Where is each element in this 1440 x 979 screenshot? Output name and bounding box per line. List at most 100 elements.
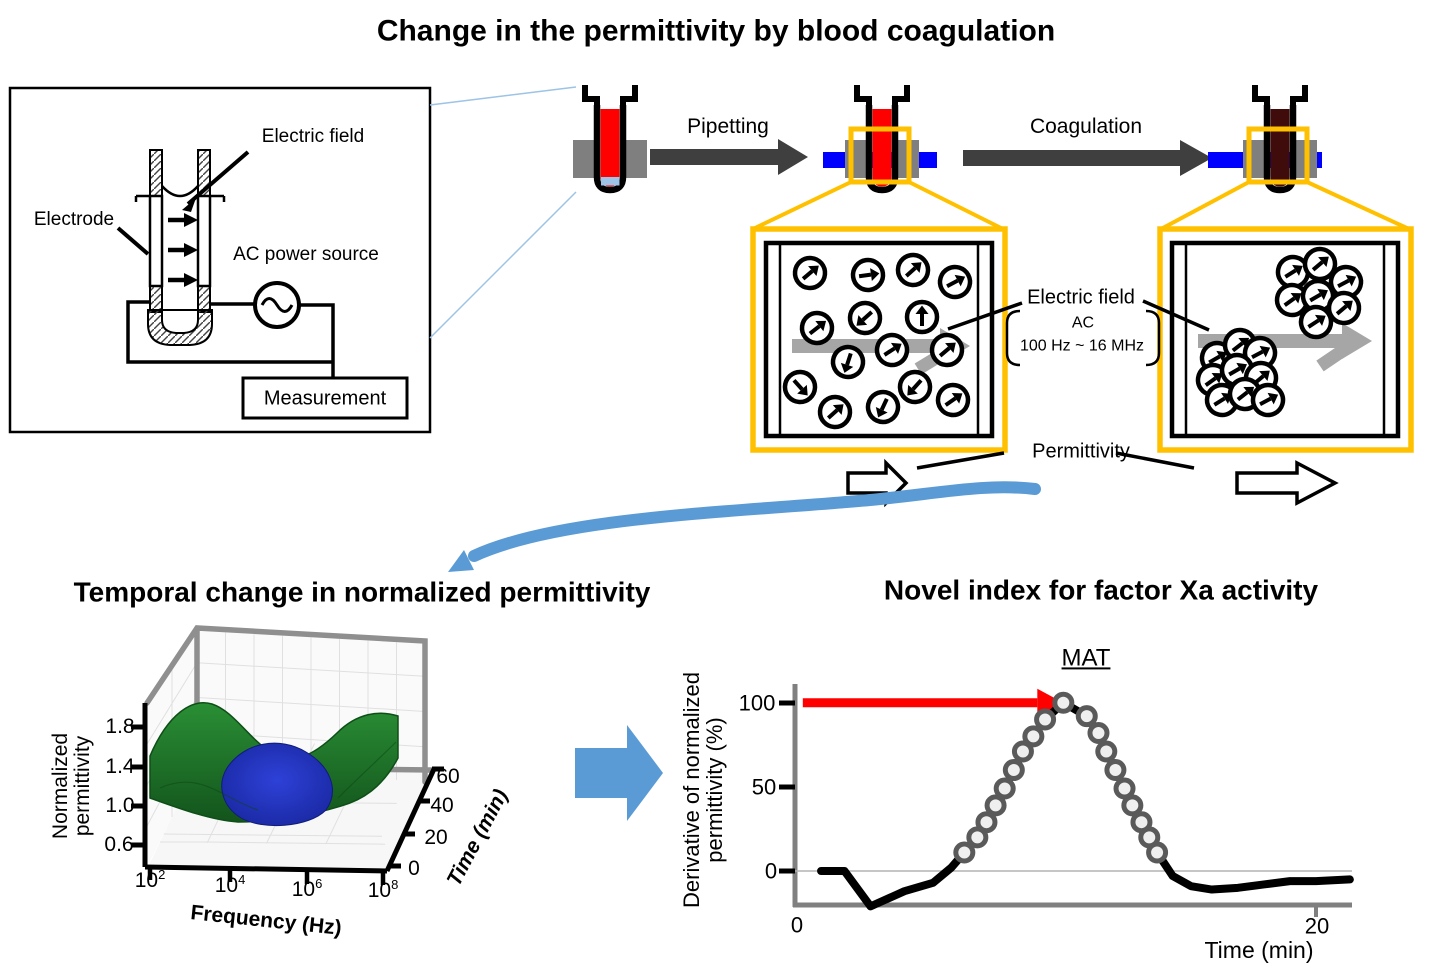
surface-blue-valley	[221, 742, 333, 827]
electrode-left	[148, 194, 164, 288]
sine-wave-icon	[260, 297, 294, 313]
z-axis-label-line1: Normalized	[48, 732, 72, 840]
derivative-axis-label: Derivative of normalized permittivity (%…	[678, 672, 727, 908]
mid-electric-field-label: Electric field	[1027, 286, 1135, 309]
aggregated-cells-box	[1157, 226, 1414, 453]
blood-cell	[907, 302, 937, 332]
y-tick-50: 50	[751, 774, 777, 800]
field-annotation-lines	[947, 299, 1210, 367]
electrode-band	[626, 140, 647, 178]
tube-in-cell	[752, 85, 1004, 231]
surface-contours	[159, 741, 397, 811]
coagulation-label: Coagulation	[1029, 114, 1143, 138]
electrode-inner-lines	[778, 245, 980, 434]
bracket-right	[1145, 309, 1161, 367]
data-point-marker	[1052, 691, 1075, 714]
permittivity-label: Permittivity	[1032, 440, 1130, 463]
zoom-cone-lines	[1160, 180, 1410, 231]
y-tick-100: 100	[738, 690, 776, 716]
xa-plot	[779, 684, 1354, 917]
data-point-marker	[1075, 705, 1098, 728]
open-arrow-right	[1235, 460, 1339, 506]
data-point-marker	[993, 777, 1016, 800]
electrode-inner-lines	[1184, 245, 1386, 434]
ac-label: AC	[1071, 314, 1095, 332]
freq-tick: 104	[214, 871, 246, 897]
derivative-axis-line2: permittivity (%)	[702, 717, 727, 863]
data-point-marker	[1095, 740, 1118, 763]
tube-fresh-blood	[573, 85, 647, 190]
x-tick-0: 0	[790, 912, 804, 938]
data-point-marker	[1113, 777, 1136, 800]
derivative-axis-line1: Derivative of normalized	[678, 672, 704, 908]
z-tick: 1.8	[105, 714, 135, 738]
electrode-band	[845, 140, 866, 178]
coagulation-arrowhead	[1180, 140, 1212, 176]
dispersed-cells-box	[750, 226, 1008, 453]
zoom-highlight-rect	[1246, 126, 1310, 185]
data-point-marker	[1087, 721, 1110, 744]
block-arrow-right	[575, 725, 663, 821]
electric-field-callout-line	[186, 150, 250, 206]
data-point-marker	[1034, 708, 1057, 731]
z-axis-label: Normalized permittivity	[48, 732, 94, 840]
cuvette-tube	[134, 149, 226, 346]
zoom-cone-lines	[752, 180, 1004, 231]
main-title: Change in the permittivity by blood coag…	[376, 14, 1056, 48]
electrode-right	[196, 194, 212, 288]
xa-curve	[802, 688, 1354, 911]
zoom-highlight-rect	[848, 126, 912, 185]
y-ticks	[779, 700, 795, 874]
y-tick-0: 0	[764, 858, 778, 884]
xa-plot-title: Novel index for factor Xa activity	[883, 574, 1319, 606]
plasma-layer	[601, 177, 620, 186]
time-tick: 60	[436, 764, 460, 788]
freq-tick: 108	[368, 876, 399, 902]
z-axis-label-line2: permittivity	[71, 735, 94, 837]
pipetting-label: Pipetting	[687, 114, 769, 138]
cuvette-schematic-box	[8, 86, 577, 434]
data-point-marker	[1121, 794, 1144, 817]
field-arrows	[168, 213, 198, 287]
derivative-curve	[817, 698, 1354, 911]
ac-power-source-label: AC power source	[233, 244, 379, 266]
blood-cell	[851, 258, 885, 292]
tick-exp: 8	[391, 876, 399, 892]
grid-lines	[146, 632, 426, 845]
z-tick: 1.0	[105, 793, 135, 817]
schematic-electric-field-label: Electric field	[261, 126, 365, 148]
surface-axes	[131, 703, 444, 885]
z-tick: 0.6	[104, 832, 134, 856]
x-tick-20: 20	[1304, 913, 1330, 939]
electric-field-arrowhead	[182, 198, 196, 212]
zoom-callout-lines	[429, 86, 577, 339]
data-point-marker	[1022, 725, 1045, 748]
electrode-label: Electrode	[33, 209, 115, 231]
data-point-marker	[966, 826, 989, 849]
z-tick: 1.4	[105, 754, 135, 778]
process-flow	[573, 85, 1410, 231]
mat-annotation: MAT	[1061, 644, 1111, 672]
tick-base: 10	[291, 877, 316, 901]
data-point-marker	[1011, 740, 1034, 763]
meniscus-curve	[161, 185, 199, 198]
time-axis-label-2d: Time (min)	[1204, 936, 1314, 963]
measurement-label: Measurement	[263, 387, 387, 410]
tick-exp: 4	[238, 871, 246, 887]
electrode-band	[1243, 140, 1264, 178]
swoosh-arrow	[448, 481, 1041, 572]
tick-base: 10	[214, 873, 239, 897]
surface-plot	[131, 625, 444, 885]
freq-tick: 102	[134, 866, 166, 892]
data-point-marker	[953, 841, 976, 864]
pipetting-arrowhead	[778, 139, 808, 175]
data-point-marker	[1146, 841, 1169, 864]
tick-exp: 6	[315, 875, 323, 891]
electrode-band	[573, 140, 594, 178]
tick-base: 10	[134, 868, 159, 892]
tick-exp: 2	[158, 866, 166, 882]
tube-coagulated-cell	[1160, 85, 1410, 231]
data-point-marker	[1002, 759, 1025, 782]
